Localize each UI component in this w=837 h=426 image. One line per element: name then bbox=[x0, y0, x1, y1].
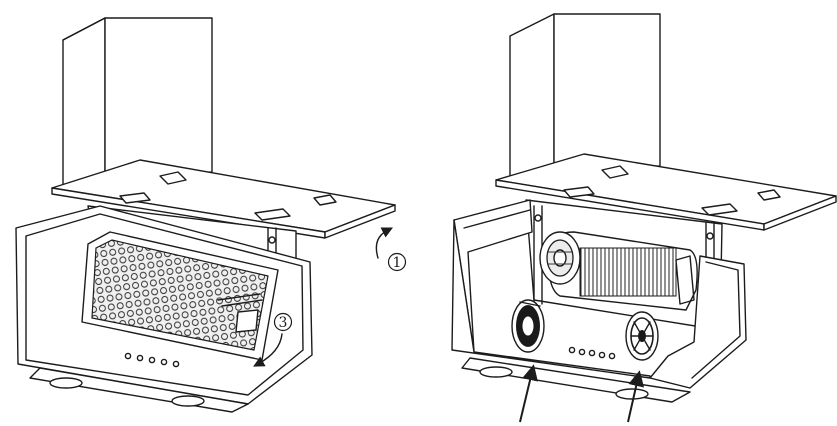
right-base bbox=[461, 357, 691, 403]
right-front-panel bbox=[451, 199, 747, 389]
callout-3: 3 bbox=[253, 312, 293, 367]
arrow-right-filter bbox=[627, 370, 645, 423]
carbon-filter-left bbox=[511, 299, 545, 353]
callout-3-label: 3 bbox=[279, 315, 288, 331]
right-chimney bbox=[509, 13, 661, 183]
grease-filter bbox=[81, 231, 279, 361]
arrow-left-filter bbox=[519, 364, 538, 423]
left-top-canopy bbox=[51, 159, 396, 239]
callout-1: 1 bbox=[375, 227, 407, 272]
right-hood-panel bbox=[451, 13, 837, 423]
right-top-canopy bbox=[495, 153, 837, 231]
left-chimney bbox=[62, 17, 213, 193]
insertion-arrows bbox=[519, 364, 645, 423]
right-control-buttons bbox=[568, 346, 616, 360]
left-control-buttons bbox=[124, 352, 180, 368]
blower-fan bbox=[539, 231, 709, 311]
callout-1-label: 1 bbox=[393, 255, 402, 271]
left-hood-panel: 1 3 bbox=[15, 17, 407, 413]
left-base bbox=[29, 367, 249, 413]
carbon-filter-right bbox=[625, 311, 659, 361]
